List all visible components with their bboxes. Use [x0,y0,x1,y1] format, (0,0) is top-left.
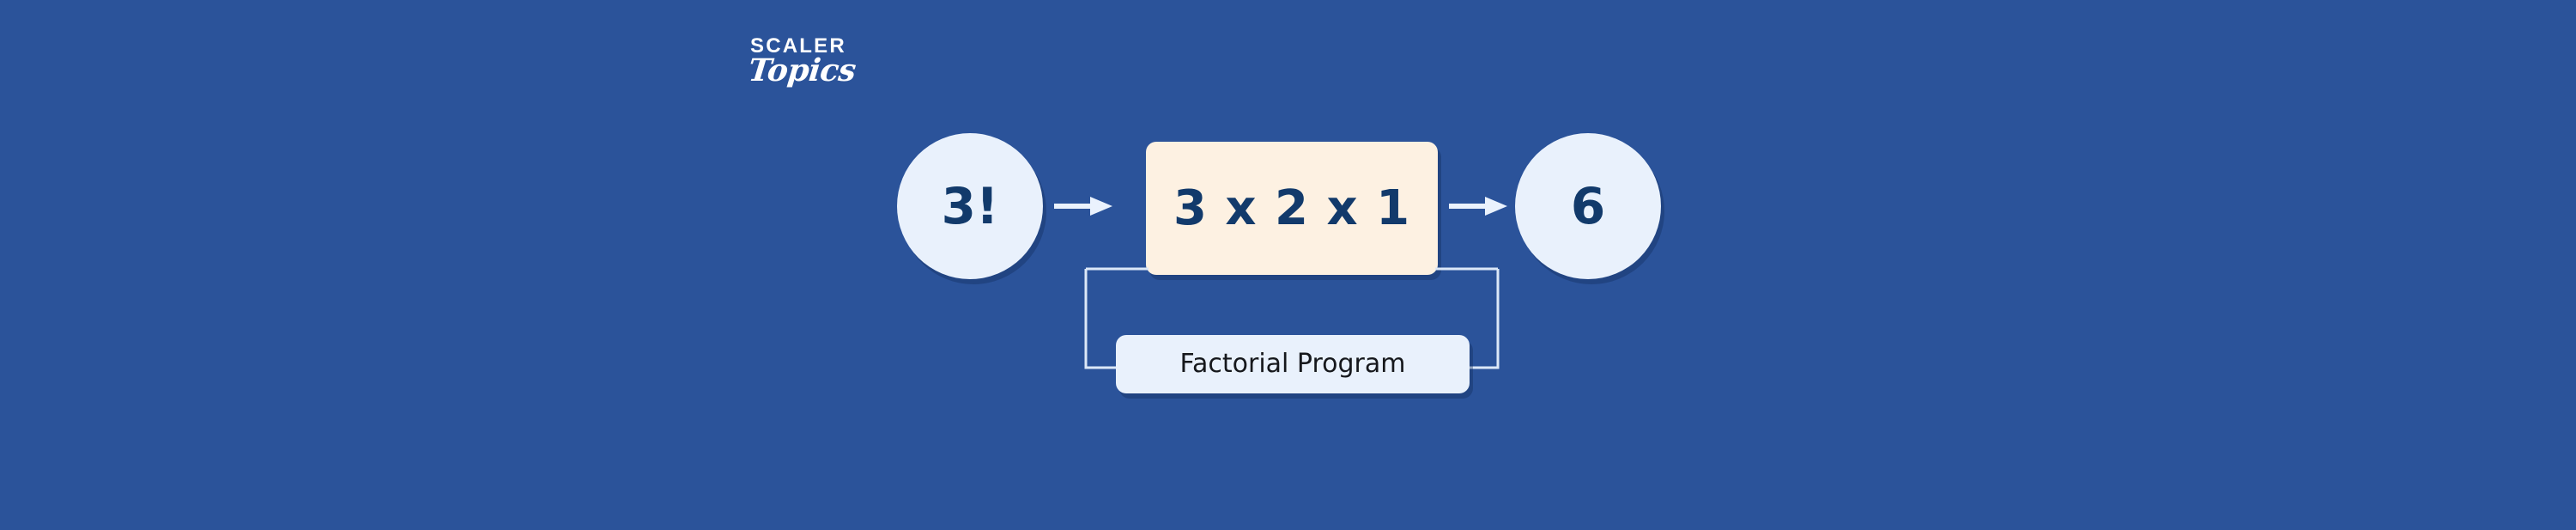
annotation-label-box: Factorial Program [1116,335,1470,393]
arrow-input-to-process-icon [1054,197,1112,216]
logo-wordmark-topics: Topics [746,52,858,88]
arrow-head [1090,197,1112,216]
input-node-circle: 3! [897,133,1043,279]
scaler-topics-logo: SCALER Topics [747,33,884,101]
arrow-head [1485,197,1507,216]
arrow-process-to-output-icon [1449,197,1507,216]
process-node-label: 3 x 2 x 1 [1173,180,1411,236]
output-node-label: 6 [1570,177,1606,235]
input-node-label: 3! [941,177,999,235]
output-node-circle: 6 [1515,133,1661,279]
process-node-box: 3 x 2 x 1 [1146,142,1438,275]
logo-wordmark-scaler: SCALER [750,34,846,58]
annotation-label-text: Factorial Program [1179,349,1406,379]
